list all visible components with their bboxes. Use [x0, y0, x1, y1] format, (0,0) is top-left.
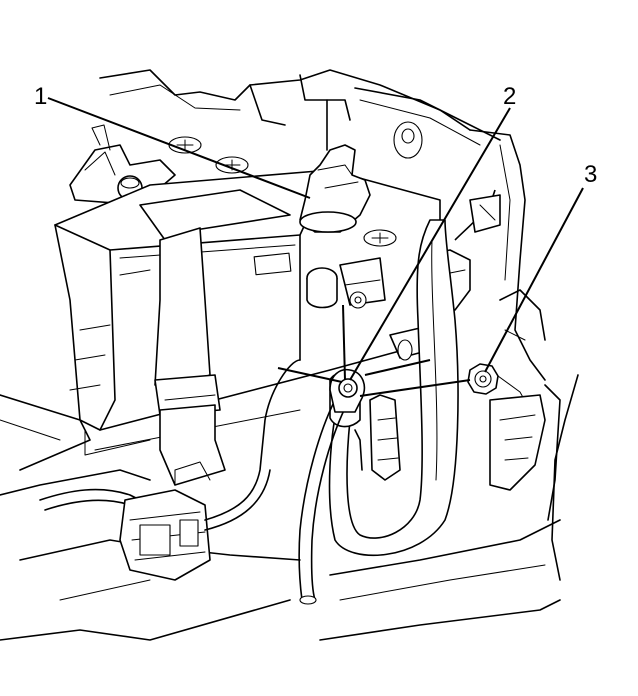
mounting-bracket — [489, 289, 546, 491]
callout-3-label: 3 — [584, 161, 597, 188]
arrow-line — [277, 367, 343, 383]
positive-terminal-cover — [299, 99, 371, 233]
callout-3-leader — [484, 187, 584, 373]
callout-1-leader — [47, 97, 311, 199]
arrow-line — [359, 379, 471, 397]
ground-cable — [298, 399, 346, 605]
callout-2-label: 2 — [503, 83, 516, 110]
callout-1-label: 1 — [34, 83, 47, 110]
hold-down-strap — [139, 189, 291, 486]
arrow-line — [342, 304, 346, 381]
callout-leaders — [47, 97, 584, 397]
arrow-line — [364, 359, 431, 376]
battery-terminal — [306, 257, 386, 309]
wiring-connector — [39, 359, 301, 581]
callout-2-leader — [349, 107, 511, 381]
engine-bay-outline — [0, 69, 579, 641]
